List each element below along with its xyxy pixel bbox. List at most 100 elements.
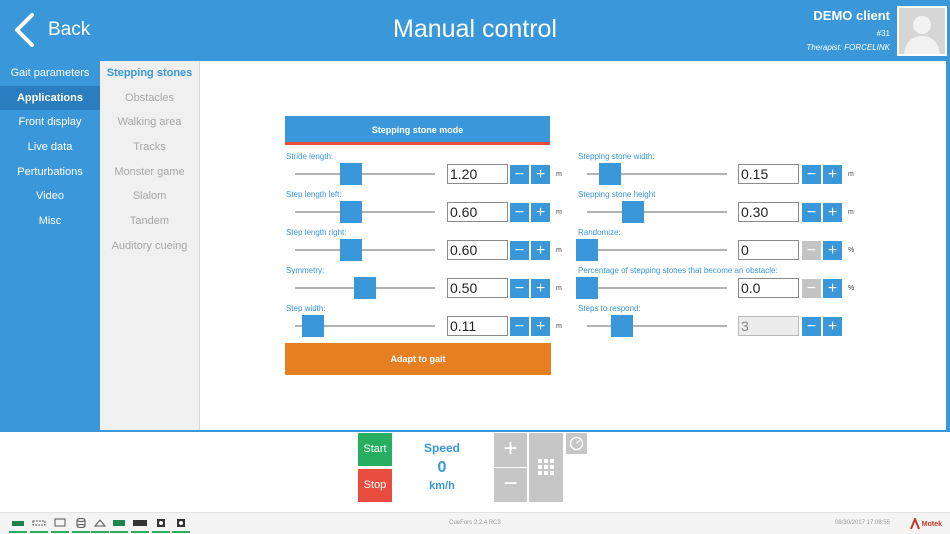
slider-track	[587, 211, 727, 213]
stepping-stone-width-unit: m	[848, 171, 854, 178]
speed-label: Speed	[423, 441, 460, 455]
subnav-item-slalom[interactable]: Slalom	[132, 190, 167, 203]
slider-thumb[interactable]	[354, 277, 376, 299]
content-border-bottom	[0, 430, 950, 432]
step-length-left-minus-button[interactable]: −	[510, 203, 529, 222]
stop-button[interactable]: Stop	[358, 469, 392, 502]
step-length-right-slider[interactable]	[295, 239, 435, 261]
stride-length-minus-button[interactable]: −	[510, 165, 529, 184]
speedometer-button[interactable]	[566, 433, 587, 454]
slider-track	[576, 249, 727, 251]
nav-item-gait-parameters[interactable]: Gait parameters	[10, 67, 90, 79]
step-length-right-minus-button[interactable]: −	[510, 241, 529, 260]
subnav-item-tracks[interactable]: Tracks	[133, 141, 166, 154]
subnav-item-auditory-cueing[interactable]: Auditory cueing	[111, 239, 188, 252]
stepping-stone-mode-button[interactable]: Stepping stone mode	[285, 116, 550, 145]
stride-length-value[interactable]: 1.20	[447, 164, 508, 184]
obstacle-percentage-value[interactable]: 0.0	[738, 278, 799, 298]
randomize-slider[interactable]	[576, 239, 727, 261]
step-width-value[interactable]: 0.11	[447, 316, 508, 336]
slider-thumb[interactable]	[611, 315, 633, 337]
status-bar: CueFors 2.2.4 RC3 08/30/2017 17:08:55 Mo…	[0, 512, 950, 534]
subnav-item-obstacles[interactable]: Obstacles	[125, 91, 174, 104]
stepping-stone-width-slider[interactable]	[587, 163, 727, 185]
step-length-right-unit: m	[556, 247, 562, 254]
stepping-stone-height-slider[interactable]	[587, 201, 727, 223]
steps-to-respond-slider[interactable]	[587, 315, 727, 337]
header-bar: Back Manual control DEMO client #31 Ther…	[0, 0, 950, 61]
stride-length-slider[interactable]	[295, 163, 435, 185]
treadmill-icon	[9, 517, 27, 533]
slider-thumb[interactable]	[576, 277, 598, 299]
therapist-label: Therapist: FORCELINK	[806, 43, 890, 52]
steps-to-respond-label: Steps to respond:	[578, 304, 641, 313]
subnav-item-tandem[interactable]: Tandem	[129, 215, 170, 228]
stepping-stone-height-plus-button[interactable]: +	[823, 203, 842, 222]
brand-name: Motek	[921, 520, 942, 528]
back-button[interactable]: Back	[12, 10, 90, 50]
randomize-minus-button[interactable]: −	[802, 241, 821, 260]
step-length-left-plus-button[interactable]: +	[531, 203, 550, 222]
slider-thumb[interactable]	[302, 315, 324, 337]
step-width-slider[interactable]	[295, 315, 435, 337]
step-width-plus-button[interactable]: +	[531, 317, 550, 336]
slider-thumb[interactable]	[622, 201, 644, 223]
slider-track	[576, 287, 727, 289]
slider-thumb[interactable]	[599, 163, 621, 185]
client-name: DEMO client	[813, 8, 890, 23]
randomize-value[interactable]: 0	[738, 240, 799, 260]
stepping-stone-width-value[interactable]: 0.15	[738, 164, 799, 184]
slider-thumb[interactable]	[340, 201, 362, 223]
remote-icon	[30, 517, 48, 533]
step-length-right-plus-button[interactable]: +	[531, 241, 550, 260]
steps-to-respond-plus-button[interactable]: +	[823, 317, 842, 336]
sub-nav: Stepping stones Obstacles Walking area T…	[100, 61, 200, 432]
stepping-stone-height-minus-button[interactable]: −	[802, 203, 821, 222]
speed-minus-button[interactable]: −	[494, 468, 527, 502]
step-length-right-value[interactable]: 0.60	[447, 240, 508, 260]
step-width-minus-button[interactable]: −	[510, 317, 529, 336]
slider-thumb[interactable]	[576, 239, 598, 261]
keypad-button[interactable]	[529, 433, 563, 502]
stepping-stone-height-value[interactable]: 0.30	[738, 202, 799, 222]
nav-item-misc[interactable]: Misc	[38, 215, 62, 228]
step-length-right-label: Step length right:	[286, 228, 347, 237]
nav-item-live-data[interactable]: Live data	[27, 141, 73, 154]
stride-length-plus-button[interactable]: +	[531, 165, 550, 184]
stride-length-label: Stride length:	[286, 152, 334, 161]
randomize-plus-button[interactable]: +	[823, 241, 842, 260]
obstacle-percentage-minus-button[interactable]: −	[802, 279, 821, 298]
nav-item-perturbations[interactable]: Perturbations	[17, 165, 83, 178]
steps-to-respond-minus-button[interactable]: −	[802, 317, 821, 336]
nav-item-front-display[interactable]: Front display	[18, 116, 82, 129]
stepping-stone-width-plus-button[interactable]: +	[823, 165, 842, 184]
symmetry-value[interactable]: 0.50	[447, 278, 508, 298]
step-length-left-slider[interactable]	[295, 201, 435, 223]
nav-item-applications[interactable]: Applications	[0, 85, 100, 111]
avatar[interactable]	[897, 6, 947, 56]
symmetry-minus-button[interactable]: −	[510, 279, 529, 298]
step-length-left-value[interactable]: 0.60	[447, 202, 508, 222]
app-version: CueFors 2.2.4 RC3	[449, 520, 501, 526]
slider-thumb[interactable]	[340, 163, 362, 185]
adapt-to-gait-button[interactable]: Adapt to gait	[285, 343, 551, 375]
network-icon	[91, 517, 109, 533]
subnav-item-walking-area[interactable]: Walking area	[117, 116, 182, 129]
stepping-stone-width-minus-button[interactable]: −	[802, 165, 821, 184]
nav-item-video[interactable]: Video	[36, 190, 64, 203]
start-button[interactable]: Start	[358, 433, 392, 466]
obstacle-percentage-plus-button[interactable]: +	[823, 279, 842, 298]
subnav-item-monster-game[interactable]: Monster game	[114, 165, 185, 178]
randomize-label: Randomize:	[578, 228, 621, 237]
device-icon	[172, 517, 190, 533]
symmetry-plus-button[interactable]: +	[531, 279, 550, 298]
symmetry-slider[interactable]	[295, 277, 435, 299]
chevron-left-icon	[15, 13, 34, 47]
subnav-item-stepping-stones[interactable]: Stepping stones	[106, 67, 193, 79]
slider-track	[295, 211, 435, 213]
speed-plus-button[interactable]: +	[494, 433, 527, 467]
slider-thumb[interactable]	[340, 239, 362, 261]
slider-track	[295, 249, 435, 251]
stepping-stone-width-label: Stepping stone width:	[578, 152, 655, 161]
obstacle-percentage-slider[interactable]	[576, 277, 727, 299]
